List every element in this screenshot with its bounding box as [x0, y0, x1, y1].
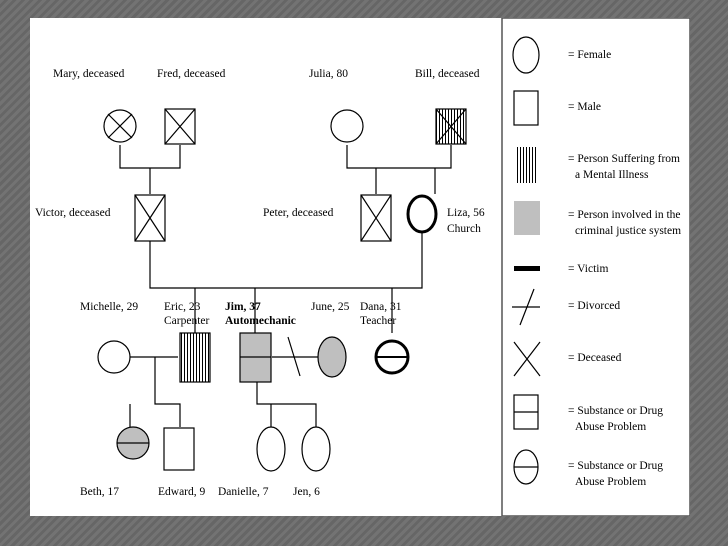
legend-substance-male-symbol	[513, 394, 539, 430]
legend-divorced-label: = Divorced	[568, 300, 620, 312]
label-danielle: Danielle, 7	[218, 486, 269, 498]
label-beth: Beth, 17	[80, 486, 119, 498]
legend-justice-label-2: criminal justice system	[575, 225, 681, 237]
label-eric-job: Carpenter	[164, 315, 210, 327]
label-bill: Bill, deceased	[415, 68, 480, 80]
legend-substance-male-label-2: Abuse Problem	[575, 421, 646, 433]
person-labels: Mary, deceased Fred, deceased Julia, 80 …	[35, 68, 485, 498]
label-liza-age: Liza, 56	[447, 207, 485, 219]
legend-justice-symbol	[514, 201, 540, 235]
person-eric-symbol	[179, 332, 211, 383]
legend-substance-female-symbol	[513, 449, 539, 485]
person-dana-symbol	[374, 339, 410, 375]
label-peter: Peter, deceased	[263, 207, 334, 219]
person-peter-symbol	[360, 194, 392, 242]
person-beth-symbol	[116, 426, 150, 460]
person-edward-symbol	[163, 427, 195, 471]
legend-panel: = Female = Male = Person Suffering from …	[501, 18, 690, 516]
label-dana-job: Teacher	[360, 315, 396, 327]
genogram-diagram: Mary, deceased Fred, deceased Julia, 80 …	[35, 18, 690, 516]
label-liza-church: Church	[447, 223, 481, 235]
legend-deceased-symbol	[513, 341, 541, 377]
label-victor: Victor, deceased	[35, 207, 111, 219]
legend-male-label: = Male	[568, 101, 601, 113]
person-mary-symbol	[103, 109, 137, 143]
label-eric-age: Eric, 23	[164, 301, 201, 313]
person-liza-symbol	[406, 194, 438, 234]
person-fred-symbol	[164, 108, 196, 145]
label-jen: Jen, 6	[293, 486, 320, 498]
legend-divorced-symbol	[512, 288, 540, 326]
legend-justice-label-1: = Person involved in the	[568, 209, 681, 221]
label-june: June, 25	[311, 301, 350, 313]
connector-lines	[119, 145, 452, 427]
legend-substance-male-label-1: = Substance or Drug	[568, 405, 663, 417]
label-mary: Mary, deceased	[53, 68, 125, 80]
legend-deceased-label: = Deceased	[568, 352, 622, 364]
legend-victim-label: = Victim	[568, 263, 608, 275]
legend-mental-illness-label-1: = Person Suffering from	[568, 153, 680, 165]
label-fred: Fred, deceased	[157, 68, 226, 80]
label-jim-age: Jim, 37	[225, 301, 261, 313]
legend-substance-female-label-2: Abuse Problem	[575, 476, 646, 488]
slide: Mary, deceased Fred, deceased Julia, 80 …	[30, 18, 690, 516]
person-jim-symbol	[239, 332, 272, 383]
legend-female-label: = Female	[568, 49, 611, 61]
legend-victim-symbol	[514, 266, 540, 271]
person-julia-symbol	[330, 109, 364, 143]
label-julia: Julia, 80	[309, 68, 348, 80]
legend-male-symbol	[513, 90, 539, 126]
label-edward: Edward, 9	[158, 486, 206, 498]
legend-female-symbol	[512, 36, 540, 74]
label-dana-age: Dana, 31	[360, 301, 402, 313]
legend-mental-illness-label-2: a Mental Illness	[575, 169, 649, 181]
person-victor-symbol	[134, 194, 166, 242]
legend-substance-female-label-1: = Substance or Drug	[568, 460, 663, 472]
person-june-symbol	[317, 336, 347, 378]
legend-mental-illness-symbol	[516, 147, 538, 183]
person-michelle-symbol	[97, 340, 131, 374]
person-danielle-symbol	[256, 426, 286, 472]
label-michelle: Michelle, 29	[80, 301, 138, 313]
label-jim-job: Automechanic	[225, 315, 296, 327]
person-bill-symbol	[435, 108, 467, 145]
person-jen-symbol	[301, 426, 331, 472]
